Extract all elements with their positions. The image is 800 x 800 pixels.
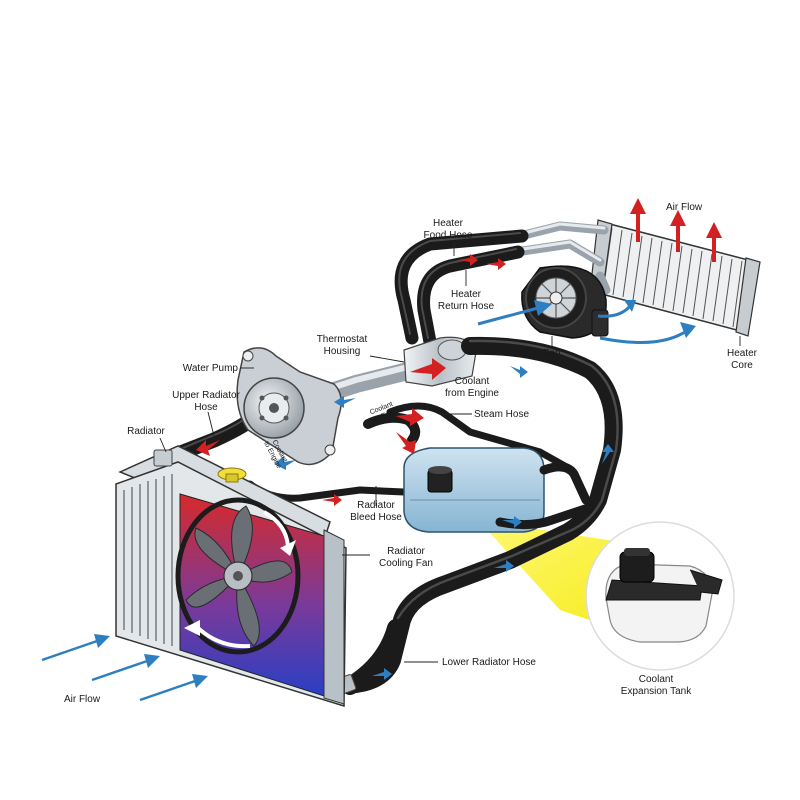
label-lower-radiator-hose: Lower Radiator Hose [442, 657, 536, 668]
label-coolant-expansion-tank-2: Expansion Tank [621, 686, 692, 697]
label-air-flow-top: Air Flow [666, 202, 703, 213]
heater-return-hose [417, 245, 525, 349]
leader-lines [159, 242, 741, 663]
heater-air-arrows [636, 210, 716, 262]
label-heater-return-hose-1: Heater [451, 289, 482, 300]
lower-radiator-hose [337, 619, 405, 695]
label-fan: Fan [543, 348, 560, 359]
label-radiator-bleed-hose-2: Bleed Hose [350, 512, 402, 523]
label-heater-core-1: Heater [727, 348, 758, 359]
radiator-cooling-fan [175, 497, 301, 655]
label-thermostat-housing-2: Housing [324, 346, 361, 357]
label-heater-food-hose-1: Heater [433, 218, 464, 229]
expansion-tank-callout [585, 521, 735, 671]
fan-air-arrows [477, 304, 689, 344]
label-upper-radiator-hose-2: Hose [194, 402, 218, 413]
label-coolant-from-engine-1: Coolant [455, 376, 490, 387]
label-upper-radiator-hose-1: Upper Radiator [172, 390, 240, 401]
label-radiator-cooling-fan-1: Radiator [387, 546, 425, 557]
label-radiator-cooling-fan-2: Cooling Fan [379, 558, 433, 569]
heater-core [589, 219, 761, 337]
radiator-air-arrows [41, 638, 199, 702]
label-heater-food-hose-2: Food Hose [424, 230, 473, 241]
labels: Heater Food Hose Air Flow Heater Return … [64, 202, 758, 705]
hot-flow-arrows [196, 254, 506, 506]
expansion-tank [403, 447, 593, 533]
label-coolant-expansion-tank-1: Coolant [639, 674, 674, 685]
heater-food-hose [394, 229, 529, 345]
label-coolant-from-engine-2: from Engine [445, 388, 499, 399]
thermostat-outlet-hose [347, 336, 623, 693]
label-radiator-bleed-hose-1: Radiator [357, 500, 395, 511]
label-air-flow-bottom: Air Flow [64, 694, 101, 705]
label-heater-return-hose-2: Return Hose [438, 301, 495, 312]
water-pump [236, 347, 342, 466]
label-thermostat-housing-1: Thermostat [317, 334, 368, 345]
thermostat-housing [403, 336, 477, 387]
label-heater-core-2: Core [731, 360, 753, 371]
label-radiator: Radiator [127, 426, 165, 437]
label-water-pump: Water Pump [183, 363, 239, 374]
cold-flow-arrows [274, 366, 614, 680]
label-steam-hose: Steam Hose [474, 409, 529, 420]
heater-pipes [511, 221, 611, 295]
